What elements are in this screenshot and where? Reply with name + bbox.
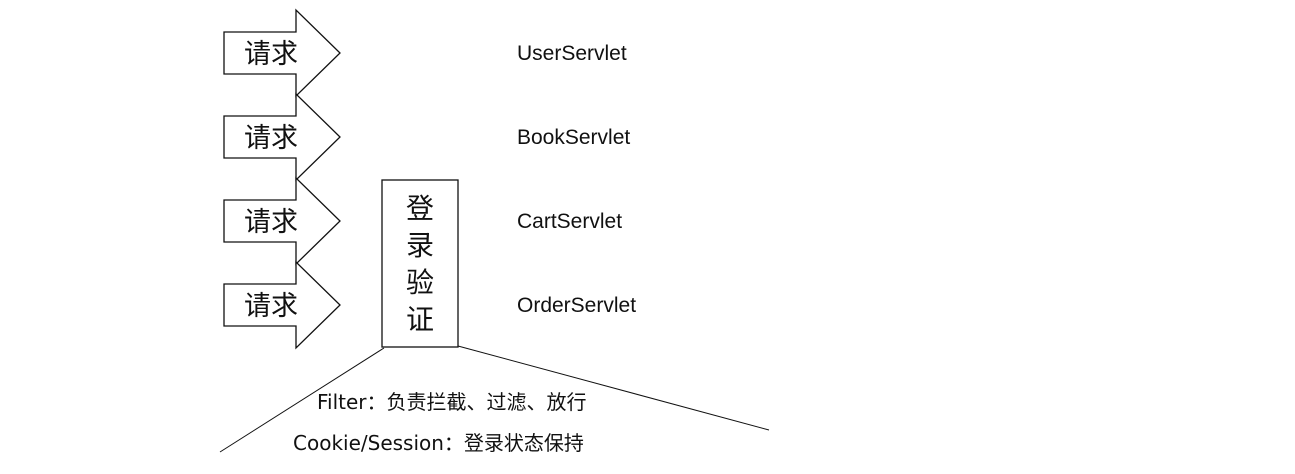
request-label-4: 请求 (244, 291, 298, 322)
callout-line-right (457, 345, 770, 431)
note-cookie-session: Cookie/Session：登录状态保持 (293, 431, 584, 455)
request-label-1: 请求 (244, 39, 298, 70)
servlet-label-user: UserServlet (517, 42, 627, 65)
servlet-label-order: OrderServlet (517, 294, 636, 317)
request-arrow-2-shape (223, 92, 341, 182)
request-arrow-3: 请求 (223, 176, 341, 266)
login-verification-box: 登 录 验 证 (381, 179, 459, 348)
request-arrow-2: 请求 (223, 92, 341, 182)
request-arrow-4: 请求 (223, 260, 341, 350)
login-verification-char-2: 录 (406, 229, 434, 262)
servlet-label-cart: CartServlet (517, 210, 622, 233)
request-label-3: 请求 (244, 207, 298, 238)
login-verification-char-4: 证 (406, 303, 434, 336)
request-arrow-1: 请求 (223, 8, 341, 98)
note-filter: Filter：负责拦截、过滤、放行 (317, 390, 587, 414)
login-verification-box-frame (381, 179, 459, 348)
callout-line-left (219, 347, 385, 453)
login-verification-char-1: 登 (406, 192, 434, 225)
request-label-2: 请求 (244, 123, 298, 154)
servlet-label-book: BookServlet (517, 126, 630, 149)
request-arrow-3-shape (223, 176, 341, 266)
request-arrow-4-shape (223, 260, 341, 350)
login-verification-char-3: 验 (406, 266, 434, 299)
request-arrow-1-shape (223, 8, 341, 98)
